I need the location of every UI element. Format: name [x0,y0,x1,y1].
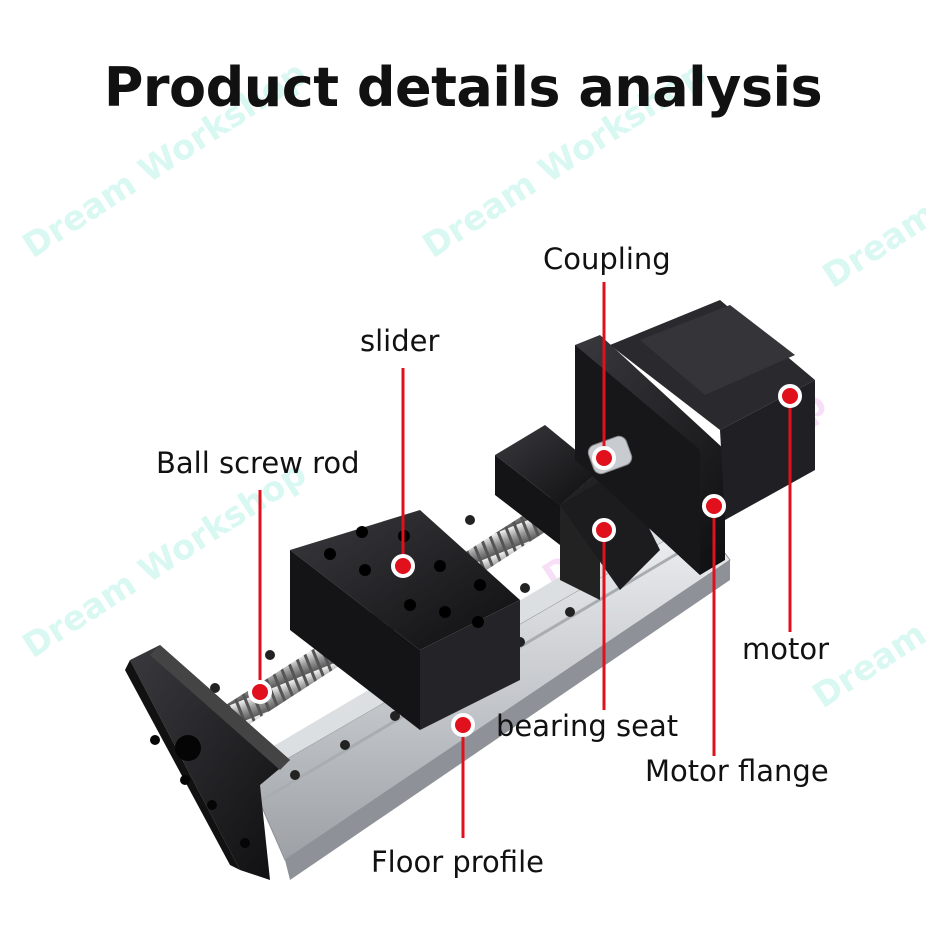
label-motor: motor [742,632,830,666]
marker-dots [248,384,802,737]
motor-assembly-shape [575,300,815,575]
label-bearing-seat: bearing seat [496,709,679,743]
label-ball-screw-rod: Ball screw rod [156,446,360,480]
label-slider: slider [360,324,440,358]
label-coupling: Coupling [543,242,671,276]
end-plate-shape [125,645,290,880]
slider-block-shape [290,510,520,730]
leader-lines [258,282,792,838]
label-motor-flange: Motor flange [645,754,829,788]
label-floor-profile: Floor profile [371,845,544,879]
page-title: Product details analysis [103,56,823,119]
